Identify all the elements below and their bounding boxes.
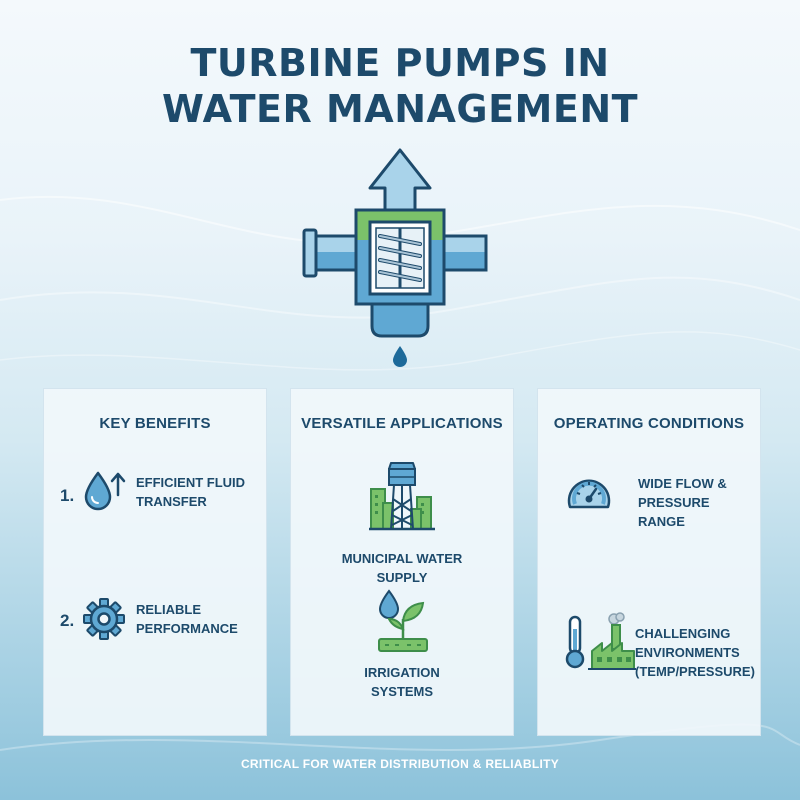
- benefit-label-2-line-2: PERFORMANCE: [136, 621, 238, 636]
- plant-sprout-icon: [378, 589, 428, 652]
- condition-label-2-line-1: CHALLENGING: [635, 626, 731, 641]
- thermometer-factory-icon: [565, 612, 636, 670]
- card-key-benefits: KEY BENEFITS 1. EFFICIENT FLUID TRANSFER…: [43, 388, 267, 736]
- benefit-label-2-line-1: RELIABLE: [136, 602, 201, 617]
- condition-label-1-line-2: PRESSURE: [638, 495, 710, 510]
- gear-icon: [83, 598, 125, 640]
- condition-label-2: CHALLENGING ENVIRONMENTS (TEMP/PRESSURE): [635, 624, 755, 681]
- benefit-label-1: EFFICIENT FLUID TRANSFER: [136, 473, 245, 511]
- card-operating-conditions: OPERATING CONDITIONS WIDE FLOW & PRESSUR…: [537, 388, 761, 736]
- condition-label-2-line-2: ENVIRONMENTS: [635, 645, 740, 660]
- turbine-pump-icon: [302, 148, 488, 367]
- application-label-2: IRRIGATION SYSTEMS: [291, 663, 513, 701]
- benefit-label-1-line-2: TRANSFER: [136, 494, 207, 509]
- benefit-number-2: 2.: [60, 611, 75, 630]
- benefit-label-2: RELIABLE PERFORMANCE: [136, 600, 238, 638]
- water-tower-city-icon: [369, 462, 435, 531]
- benefit-label-1-line-1: EFFICIENT FLUID: [136, 475, 246, 490]
- card-title-versatile-applications: VERSATILE APPLICATIONS: [301, 415, 503, 432]
- title-line-1: TURBINE PUMPS IN: [190, 41, 610, 85]
- benefit-number-1: 1.: [60, 486, 75, 505]
- condition-label-1: WIDE FLOW & PRESSURE RANGE: [638, 474, 727, 531]
- application-label-1-line-2: SUPPLY: [376, 570, 428, 585]
- condition-label-2-line-3: (TEMP/PRESSURE): [635, 664, 755, 679]
- condition-label-1-line-3: RANGE: [638, 514, 685, 529]
- card-versatile-applications: VERSATILE APPLICATIONS MUNICIPAL WATER S…: [290, 388, 514, 736]
- application-label-2-line-1: IRRIGATION: [364, 665, 440, 680]
- footer-caption: CRITICAL FOR WATER DISTRIBUTION & RELIAB…: [240, 757, 560, 771]
- title-line-2: WATER MANAGEMENT: [161, 87, 639, 131]
- condition-label-1-line-1: WIDE FLOW &: [638, 476, 727, 491]
- card-title-operating-conditions: OPERATING CONDITIONS: [553, 415, 745, 432]
- page-title: TURBINE PUMPS IN WATER MANAGEMENT: [0, 40, 800, 132]
- card-title-key-benefits: KEY BENEFITS: [99, 415, 211, 432]
- water-drop-up-arrow-icon: [84, 471, 126, 511]
- application-label-2-line-2: SYSTEMS: [370, 684, 434, 699]
- application-label-1: MUNICIPAL WATER SUPPLY: [291, 549, 513, 587]
- pressure-gauge-icon: [567, 479, 611, 509]
- application-label-1-line-1: MUNICIPAL WATER: [341, 551, 463, 566]
